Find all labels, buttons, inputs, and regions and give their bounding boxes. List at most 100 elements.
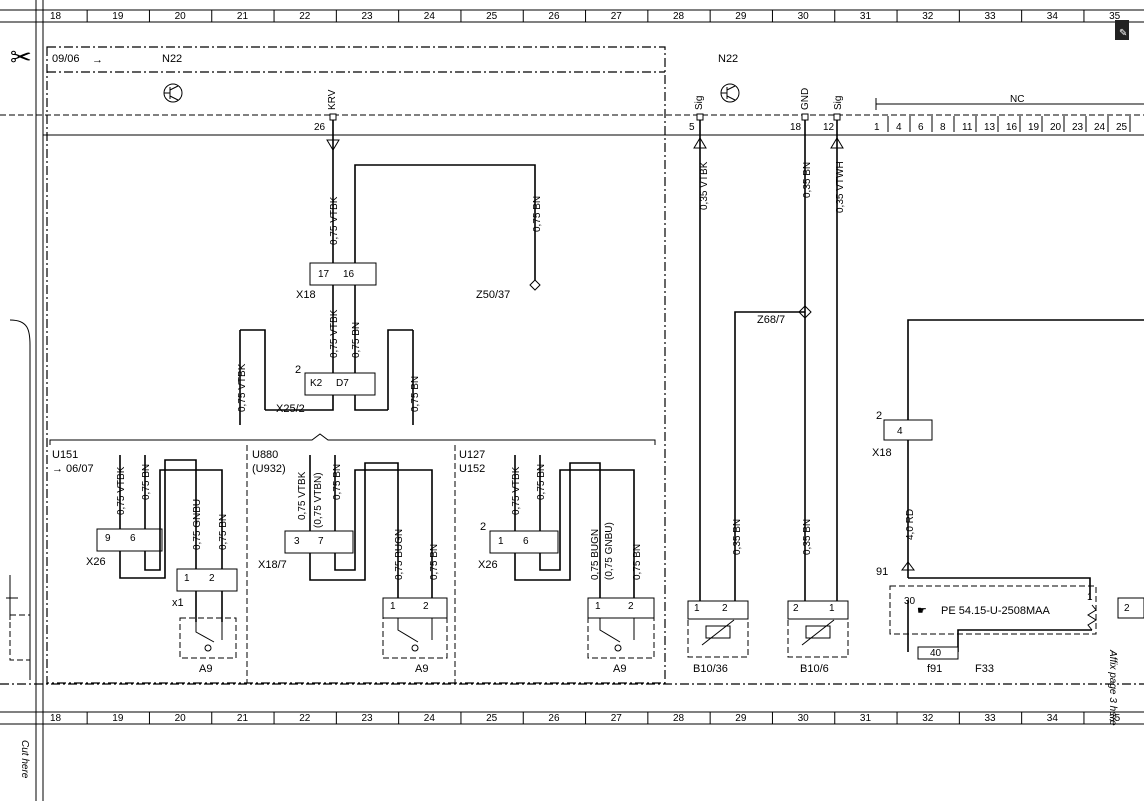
wire-label: 0,75 VTBK — [511, 466, 522, 515]
pencil-icon — [1115, 20, 1129, 40]
nc-pin-number: 24 — [1094, 122, 1106, 133]
pin-sig-label: Sig — [833, 96, 844, 110]
nc-pin-number: 4 — [896, 122, 902, 133]
node-91-label: 91 — [876, 566, 888, 578]
pin-krv-label: KRV — [327, 89, 338, 110]
nc-pin-number: 20 — [1050, 122, 1062, 133]
grid-number: 34 — [1047, 713, 1059, 724]
svg-text:2: 2 — [722, 603, 728, 614]
pin-26-number: 26 — [314, 122, 326, 133]
grid-number: 25 — [486, 11, 498, 22]
svg-text:X26: X26 — [86, 556, 106, 568]
grid-number: 34 — [1047, 11, 1059, 22]
grid-number: 28 — [673, 11, 685, 22]
wire-label: 0,35 BN — [802, 162, 813, 198]
pe-reference: PE 54.15-U-2508MAA — [941, 605, 1050, 617]
wire-label: 0,35 BN — [802, 519, 813, 555]
grid-number: 26 — [548, 713, 560, 724]
grid-number: 18 — [50, 11, 62, 22]
svg-text:B10/6: B10/6 — [800, 663, 829, 675]
svg-text:2: 2 — [295, 364, 301, 376]
connector-x18: 17 16 X18 — [296, 262, 377, 301]
wire-label: 0,75 BN — [532, 196, 543, 232]
nc-pin-number: 23 — [1072, 122, 1084, 133]
connector-x26: 2 1 6 X26 — [478, 521, 559, 571]
svg-text:F33: F33 — [975, 663, 994, 675]
transistor-icon — [163, 83, 183, 103]
wire-label: 0,75 BN — [429, 544, 440, 580]
grid-number: 29 — [735, 713, 747, 724]
svg-text:A9: A9 — [415, 663, 428, 675]
svg-text:D7: D7 — [336, 378, 349, 389]
variant-u152: U152 — [459, 463, 485, 475]
switch-a9: 1 2 A9 — [587, 597, 655, 675]
svg-text:1: 1 — [390, 601, 396, 612]
wire-label: 0,75 VTBK — [237, 363, 248, 412]
svg-text:2: 2 — [423, 601, 429, 612]
module-right-label: N22 — [718, 53, 738, 65]
top-grid-ruler — [0, 9, 1144, 23]
grid-number: 23 — [362, 11, 374, 22]
affix-label: Affix page 3 here — [1107, 649, 1118, 726]
z68-7-label: Z68/7 — [757, 314, 785, 326]
wire-label: (0,75 GNBU) — [604, 522, 615, 580]
grid-number: 35 — [1109, 11, 1121, 22]
wire-label: 0,75 BN — [632, 544, 643, 580]
grid-number: 27 — [611, 713, 623, 724]
svg-text:X18/7: X18/7 — [258, 559, 287, 571]
grid-number: 30 — [798, 11, 810, 22]
svg-text:X25/2: X25/2 — [276, 403, 305, 415]
nc-pin-number: 13 — [984, 122, 996, 133]
svg-text:K2: K2 — [310, 378, 323, 389]
svg-text:2: 2 — [793, 603, 799, 614]
svg-text:2: 2 — [1124, 603, 1130, 614]
grid-number: 27 — [611, 11, 623, 22]
grid-number: 21 — [237, 713, 249, 724]
svg-text:7: 7 — [318, 536, 324, 547]
switch-a9: 1 2 A9 — [382, 597, 448, 675]
hand-pointer-icon: ☛ — [917, 605, 927, 617]
svg-text:17: 17 — [318, 269, 330, 280]
connector-x26: 9 6 X26 — [86, 528, 163, 568]
svg-text:A9: A9 — [613, 663, 626, 675]
cut-here-label: Cut here — [19, 740, 30, 779]
module-left-label: N22 — [162, 53, 182, 65]
grid-number: 19 — [112, 713, 124, 724]
connector-x18-7: 3 7 X18/7 — [258, 530, 354, 571]
pin-sig-label: Sig — [694, 96, 705, 110]
svg-text:1: 1 — [184, 573, 190, 584]
fuse-box-f33: 30 ☛ PE 54.15-U-2508MAA 1 40 f91 F33 — [889, 585, 1097, 675]
grid-number: 30 — [798, 713, 810, 724]
bottom-grid-ruler — [0, 711, 1144, 725]
wire-label: 0,75 BN — [218, 514, 229, 550]
wire-label: 0,35 VTWH — [835, 161, 846, 213]
wire-label: 0,75 BN — [410, 376, 421, 412]
module-frame-left — [46, 46, 666, 684]
nc-pin-number: 6 — [918, 122, 924, 133]
grid-number: 23 — [362, 713, 374, 724]
svg-text:✎: ✎ — [1119, 28, 1127, 39]
svg-text:6: 6 — [523, 536, 529, 547]
wire-label: 0,35 VTBK — [699, 161, 710, 210]
grid-number: 29 — [735, 11, 747, 22]
wire-label: 0,75 VTBK — [297, 471, 308, 520]
sensor-b10-6: 2 1 B10/6 — [787, 600, 849, 675]
wire-label: 0,75 GNBU — [192, 499, 203, 550]
svg-text:2: 2 — [628, 601, 634, 612]
grid-number: 22 — [299, 11, 311, 22]
svg-text:A9: A9 — [199, 663, 212, 675]
arrow-right-icon: → — [92, 54, 103, 66]
wire-label: 0,75 BUGN — [590, 529, 601, 580]
grid-number: 19 — [112, 11, 124, 22]
grid-number: 24 — [424, 713, 436, 724]
wire-label: 0,75 BN — [536, 464, 547, 500]
wire-label: (0,75 VTBN) — [313, 472, 324, 528]
svg-text:f91: f91 — [927, 663, 942, 675]
grid-number: 25 — [486, 713, 498, 724]
svg-text:X18: X18 — [872, 447, 892, 459]
connector-x25-2: 2 K2 D7 X25/2 — [276, 364, 376, 415]
transistor-icon — [720, 83, 740, 103]
svg-text:16: 16 — [343, 269, 355, 280]
